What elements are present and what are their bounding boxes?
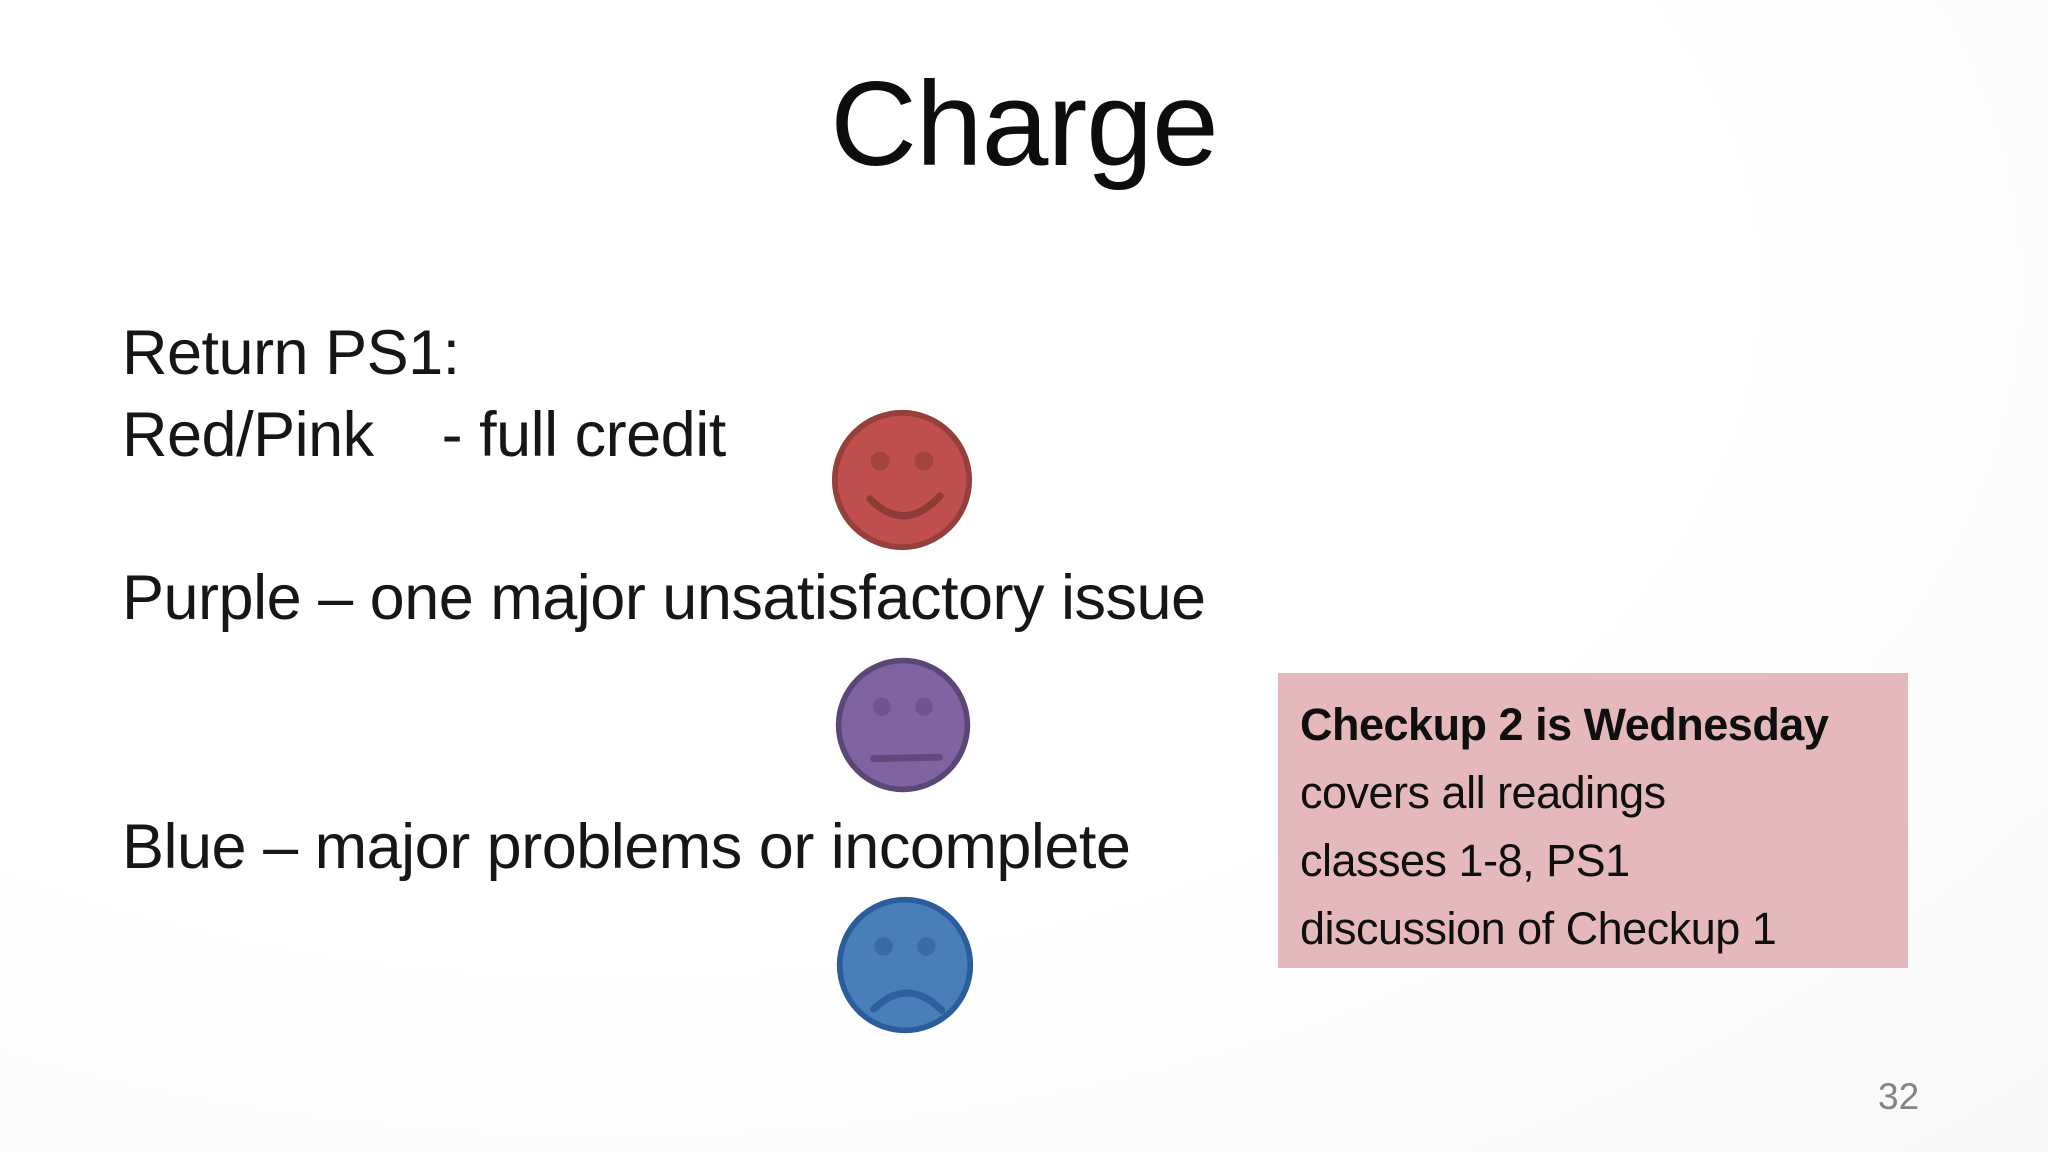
note-line-readings: covers all readings [1300, 767, 1666, 818]
purple-face-left-eye [872, 697, 892, 716]
purple-face-circle [835, 657, 971, 793]
red-face-circle [831, 409, 973, 551]
purple-neutral-face-icon [835, 657, 971, 793]
red-face-right-eye [914, 451, 934, 471]
note-line-heading: Checkup 2 is Wednesday [1300, 699, 1829, 750]
blue-sad-face-icon [836, 896, 974, 1034]
note-line-classes: classes 1-8, PS1 [1300, 835, 1630, 886]
note-line-discussion: discussion of Checkup 1 [1300, 903, 1777, 954]
red-face-smile-mouth [866, 492, 944, 520]
body-line-purple: Purple – one major unsatisfactory issue [122, 563, 1206, 633]
blue-face-right-eye [917, 937, 936, 956]
blue-face-frown-mouth [870, 989, 946, 1014]
red-face-left-eye [870, 451, 890, 471]
purple-face-right-eye [914, 697, 934, 716]
red-smiley-face-icon [831, 409, 973, 551]
page-number: 32 [1878, 1076, 1920, 1117]
body-line-return-ps1: Return PS1: [122, 318, 460, 388]
purple-face-neutral-mouth [870, 753, 943, 763]
body-line-red-pink: Red/Pink - full credit [122, 400, 726, 470]
blue-face-circle [836, 896, 974, 1034]
checkup-note-box: Checkup 2 is Wednesday covers all readin… [1278, 673, 1908, 968]
body-line-blue: Blue – major problems or incomplete [122, 812, 1131, 882]
slide-title: Charge [830, 57, 1219, 191]
blue-face-left-eye [874, 937, 893, 956]
